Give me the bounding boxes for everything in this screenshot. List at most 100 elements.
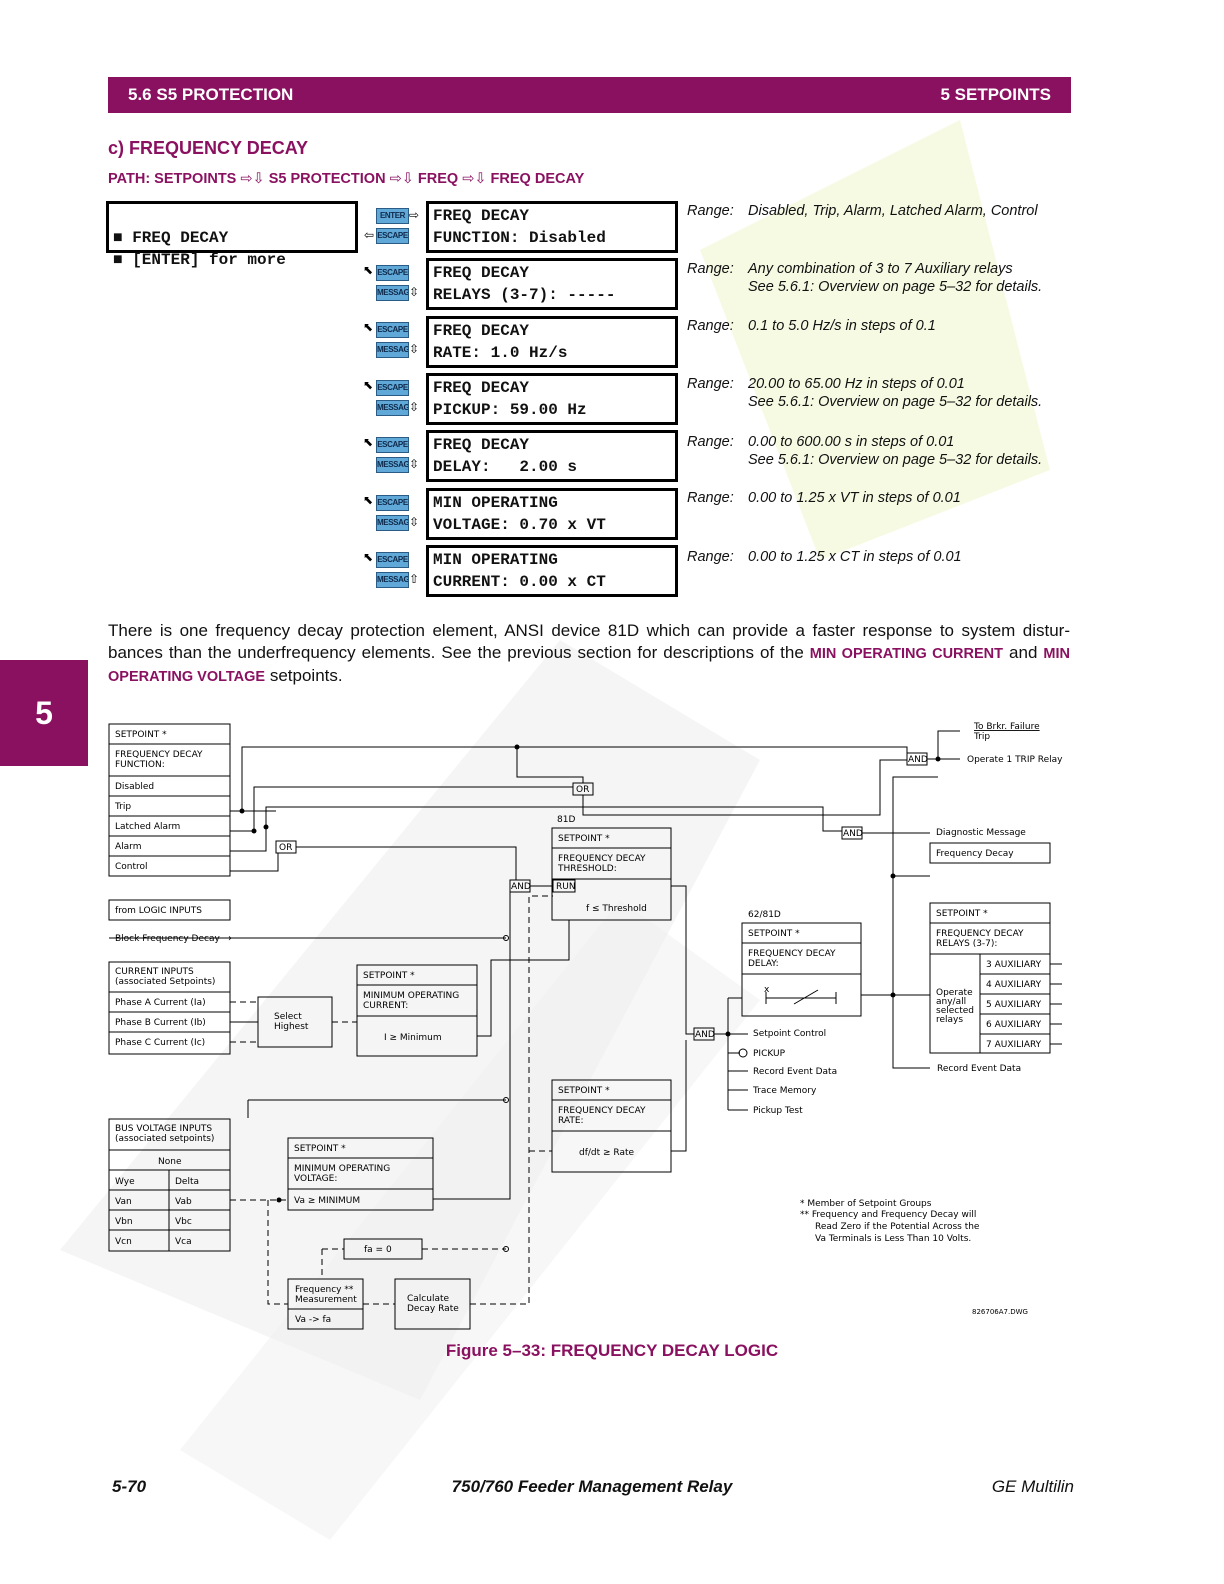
output-setpoint-control: Setpoint Control [753, 1029, 826, 1039]
setting-display-delay: FREQ DECAY DELAY: 2.00 s [426, 430, 678, 482]
escape-key: ESCAPE [376, 380, 409, 396]
menu-path: PATH: SETPOINTS ⇨⇩ S5 PROTECTION ⇨⇩ FREQ… [108, 171, 584, 187]
body-text: There is one frequency decay protection … [108, 621, 1070, 662]
min-current-condition: I ≥ Minimum [384, 1033, 442, 1043]
and-gate-trip: AND [908, 755, 928, 765]
note-3: Read Zero if the Potential Across the [815, 1222, 980, 1232]
phase-b-label: Phase B Current (Ib) [115, 1018, 206, 1028]
range-value: Disabled, Trip, Alarm, Latched Alarm, Co… [748, 203, 1038, 219]
setting-line1: FREQ DECAY [433, 322, 530, 340]
select-highest-1: Select [274, 1012, 302, 1022]
delay-x-label: x [764, 985, 770, 995]
range-min-voltage: Range:0.00 to 1.25 x VT in steps of 0.01 [687, 489, 961, 507]
freq-meas-2: Measurement [295, 1295, 357, 1305]
output-pickup: PICKUP [753, 1049, 786, 1059]
function-title-1: FREQUENCY DECAY [115, 750, 203, 760]
menu-display: ■ FREQ DECAY ■ [ENTER] for more [106, 201, 358, 269]
escape-key: ESCAPE [376, 552, 409, 568]
min-voltage-title-1: MINIMUM OPERATING [294, 1164, 390, 1174]
path-step: FREQ DECAY [490, 171, 585, 187]
arrow-updown-icon: ⇳ [409, 400, 420, 414]
or-gate-top: OR [576, 785, 589, 795]
wye-label: Wye [115, 1177, 135, 1187]
range-value: Any combination of 3 to 7 Auxiliary rela… [748, 261, 1013, 277]
escape-key: ESCAPE [376, 322, 409, 338]
rate-title-1: FREQUENCY DECAY [558, 1106, 646, 1116]
range-label: Range: [687, 376, 734, 392]
min-voltage-title-2: VOLTAGE: [294, 1174, 337, 1184]
vbc-label: Vbc [175, 1217, 192, 1227]
threshold-condition: f ≤ Threshold [586, 904, 647, 914]
range-label: Range: [687, 203, 734, 219]
option-trip: Trip [114, 802, 131, 812]
option-latched-alarm: Latched Alarm [115, 822, 180, 832]
header-bar: 5.6 S5 PROTECTION 5 SETPOINTS [108, 77, 1071, 113]
vab-label: Vab [175, 1197, 192, 1207]
threshold-title-2: THRESHOLD: [557, 864, 617, 874]
figure-caption: Figure 5–33: FREQUENCY DECAY LOGIC [445, 1341, 779, 1360]
phase-a-label: Phase A Current (Ia) [115, 998, 206, 1008]
body-text: setpoints. [269, 666, 343, 685]
diag-message-label: Diagnostic Message [936, 828, 1026, 838]
and-gate-run: AND [511, 882, 531, 892]
min-current-title-2: CURRENT: [363, 1001, 408, 1011]
setting-line1: FREQ DECAY [433, 264, 530, 282]
range-label: Range: [687, 549, 734, 565]
message-key: MESSAGE [376, 285, 409, 301]
range-note: See 5.6.1: Overview on page 5–32 for det… [748, 394, 1043, 410]
delta-label: Delta [175, 1177, 199, 1187]
path-arrow-icon: ⇨⇩ [462, 171, 491, 187]
chapter-tab: 5 [0, 660, 88, 766]
section-title: c) FREQUENCY DECAY [108, 138, 309, 158]
message-key: MESSAGE [376, 572, 409, 588]
delay-title-1: FREQUENCY DECAY [748, 949, 836, 959]
bus-voltage-title-1: BUS VOLTAGE INPUTS [115, 1124, 212, 1134]
message-key: MESSAGE [376, 342, 409, 358]
header-section: 5.6 S5 PROTECTION [128, 85, 294, 104]
threshold-setpoint: SETPOINT * [558, 834, 610, 844]
arrow-back-icon: ⬉ [363, 435, 374, 449]
setting-line2: VOLTAGE: 0.70 x VT [433, 516, 606, 534]
arrow-updown-icon: ⇳ [409, 285, 420, 299]
aux-6: 6 AUXILIARY [986, 1020, 1042, 1030]
option-alarm: Alarm [115, 842, 141, 852]
bullet-icon: ■ [113, 251, 133, 269]
message-key: MESSAGE [376, 400, 409, 416]
path-arrow-icon: ⇨⇩ [240, 171, 269, 187]
range-value: 0.00 to 1.25 x VT in steps of 0.01 [748, 490, 961, 506]
function-setpoint-label: SETPOINT * [115, 730, 167, 740]
threshold-title-1: FREQUENCY DECAY [558, 854, 646, 864]
operate-relays-4: relays [936, 1015, 963, 1025]
trip-relay-label: Operate 1 TRIP Relay [967, 755, 1063, 765]
setting-line1: MIN OPERATING [433, 494, 558, 512]
range-value: 20.00 to 65.00 Hz in steps of 0.01 [748, 376, 965, 392]
path-arrow-icon: ⇨⇩ [389, 171, 418, 187]
range-rate: Range:0.1 to 5.0 Hz/s in steps of 0.1 [687, 317, 936, 335]
record-event-label: Record Event Data [937, 1064, 1021, 1074]
bus-voltage-title-2: (associated setpoints) [115, 1134, 214, 1144]
min-voltage-condition: Va ≥ MINIMUM [294, 1196, 360, 1206]
range-pickup: Range: 20.00 to 65.00 Hz in steps of 0.01… [687, 375, 1042, 411]
message-key: MESSAGE [376, 457, 409, 473]
function-title-2: FUNCTION: [115, 760, 165, 770]
setting-line1: FREQ DECAY [433, 379, 530, 397]
current-inputs-title-2: (associated Setpoints) [115, 977, 215, 987]
run-label: RUN [556, 882, 576, 892]
fa-zero-label: fa = 0 [364, 1245, 392, 1255]
relays-title-2: RELAYS (3-7): [936, 939, 997, 949]
setting-line2: FUNCTION: Disabled [433, 229, 606, 247]
range-value: 0.00 to 600.00 s in steps of 0.01 [748, 434, 955, 450]
arrow-back-icon: ⬉ [363, 320, 374, 334]
arrow-back-icon: ⬉ [363, 493, 374, 507]
note-4: Va Terminals is Less Than 10 Volts. [815, 1234, 971, 1244]
van-label: Van [115, 1197, 132, 1207]
rate-title-2: RATE: [558, 1116, 584, 1126]
setting-display-min-current: MIN OPERATING CURRENT: 0.00 x CT [426, 545, 678, 597]
rate-setpoint: SETPOINT * [558, 1086, 610, 1096]
path-step: FREQ [417, 171, 459, 187]
min-current-setpoint: SETPOINT * [363, 971, 415, 981]
operate-relays-1: Operate [936, 988, 973, 998]
operate-relays-3: selected [936, 1006, 974, 1016]
